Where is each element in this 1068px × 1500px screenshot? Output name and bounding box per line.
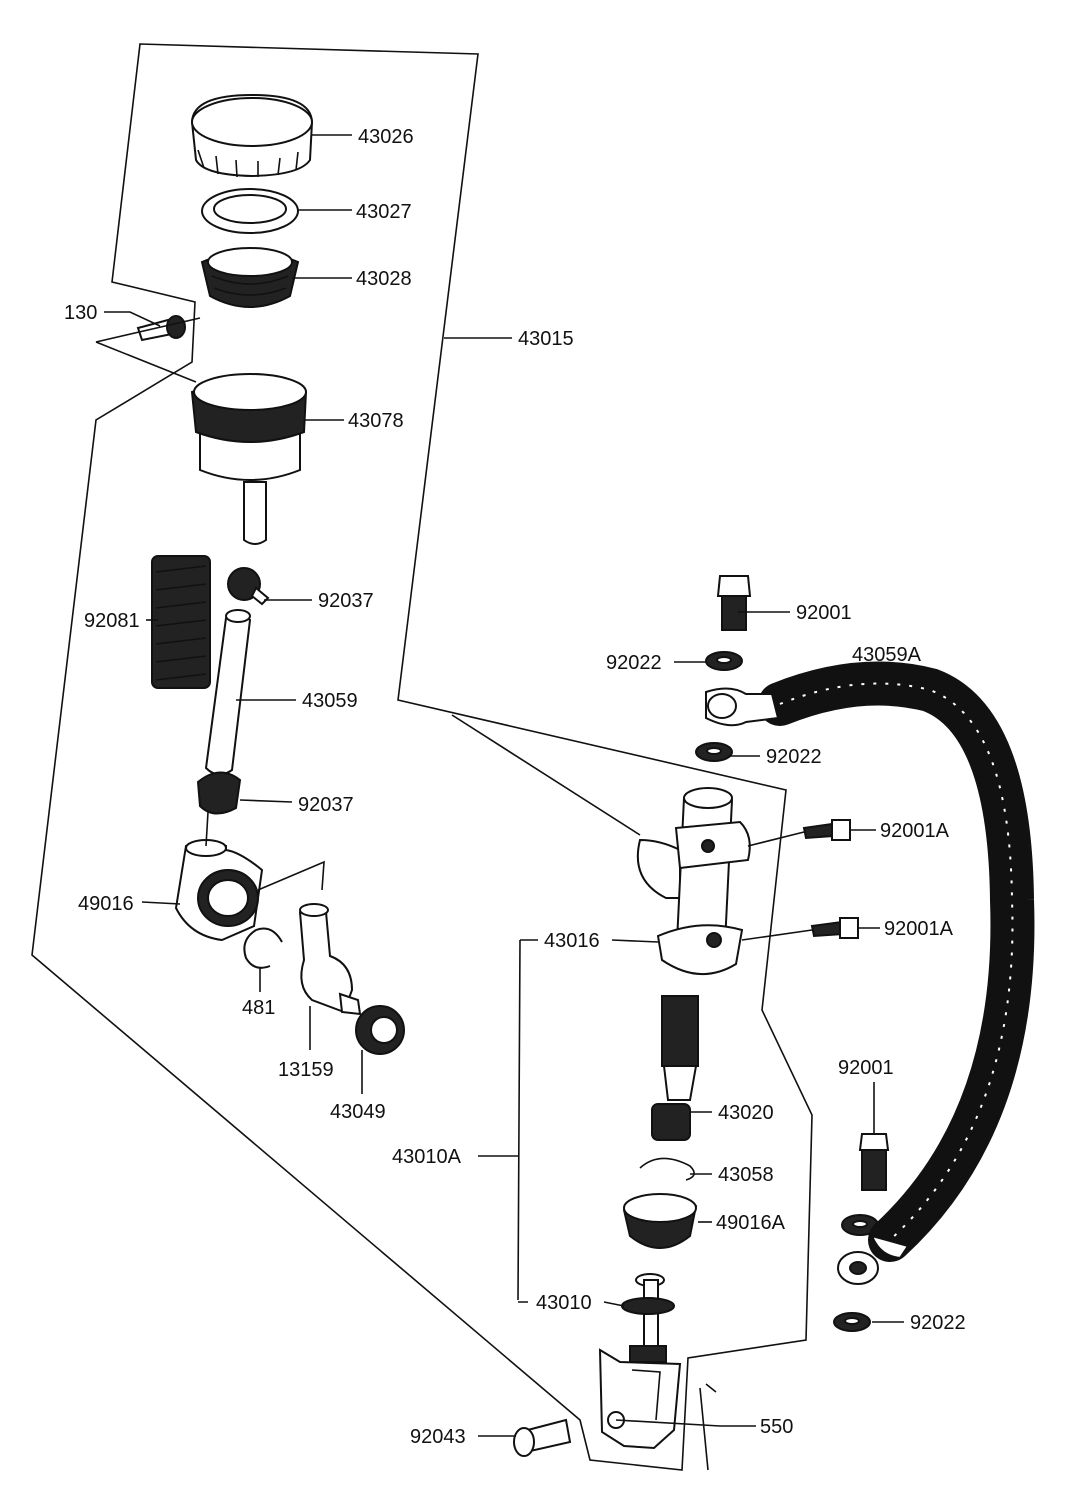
brake-hose-part	[705, 661, 1035, 1285]
assembly-outline-43015	[31, 43, 813, 1471]
cylinder-body-part	[636, 787, 751, 975]
connector-part	[298, 903, 362, 1016]
clevis-part	[598, 1348, 682, 1450]
label-43015: 43015	[518, 328, 574, 350]
diaphragm-plate-part	[201, 188, 299, 234]
label-92022-top: 92022	[606, 652, 662, 674]
label-92001-lower: 92001	[838, 1057, 894, 1079]
leader-lines	[95, 134, 904, 1437]
cotter-pin-part	[699, 1383, 717, 1471]
hose-clamp-top-part	[227, 567, 270, 606]
label-43016: 43016	[544, 930, 600, 952]
retaining-clip-part	[639, 1157, 695, 1181]
label-43010A: 43010A	[392, 1146, 462, 1168]
label-49016: 49016	[78, 893, 134, 915]
label-92001-top: 92001	[796, 602, 852, 624]
label-43026: 43026	[358, 126, 414, 148]
label-43027: 43027	[356, 201, 412, 223]
bolt-lower-part	[810, 917, 859, 939]
reservoir-hose-part	[204, 609, 252, 776]
label-43059A: 43059A	[852, 644, 922, 666]
hose-clamp-bottom-part	[196, 771, 242, 815]
label-481: 481	[242, 997, 275, 1019]
washer-mid-part	[695, 742, 733, 762]
label-43058: 43058	[718, 1164, 774, 1186]
screw-130-part	[136, 315, 186, 342]
circlip-part	[243, 927, 283, 969]
connector-seal-part	[355, 1005, 405, 1055]
label-92037-bottom: 92037	[298, 794, 354, 816]
washer-lower-a-part	[841, 1214, 879, 1236]
label-43010: 43010	[536, 1292, 592, 1314]
label-43059: 43059	[302, 690, 358, 712]
label-92022-mid: 92022	[766, 746, 822, 768]
push-rod-part	[621, 1273, 675, 1363]
dust-boot-part	[622, 1193, 698, 1249]
label-92037-top: 92037	[318, 590, 374, 612]
label-43078: 43078	[348, 410, 404, 432]
label-92081: 92081	[84, 610, 140, 632]
banjo-bolt-lower-part	[858, 1133, 890, 1191]
clevis-pin-part	[513, 1418, 572, 1457]
spring-part	[151, 555, 211, 689]
label-550: 550	[760, 1416, 793, 1438]
washer-bottom-part	[833, 1312, 871, 1332]
assembly-outline-43010A	[451, 714, 641, 836]
label-92001A-lower: 92001A	[884, 918, 954, 940]
hose-fitting-part	[174, 839, 264, 942]
label-43049: 43049	[330, 1101, 386, 1123]
label-13159: 13159	[278, 1059, 334, 1081]
reservoir-cap-part	[190, 93, 314, 178]
reservoir-part	[190, 373, 308, 545]
diaphragm-part	[200, 247, 300, 308]
label-43020: 43020	[718, 1102, 774, 1124]
label-49016A: 49016A	[716, 1212, 786, 1234]
label-130: 130	[64, 302, 97, 324]
bolt-upper-part	[802, 819, 851, 841]
banjo-bolt-top-part	[716, 575, 752, 631]
label-92043: 92043	[410, 1426, 466, 1448]
label-43028: 43028	[356, 268, 412, 290]
label-92001A-upper: 92001A	[880, 820, 950, 842]
label-92022-bottom: 92022	[910, 1312, 966, 1334]
piston-part	[651, 995, 699, 1141]
washer-top-part	[705, 651, 743, 671]
